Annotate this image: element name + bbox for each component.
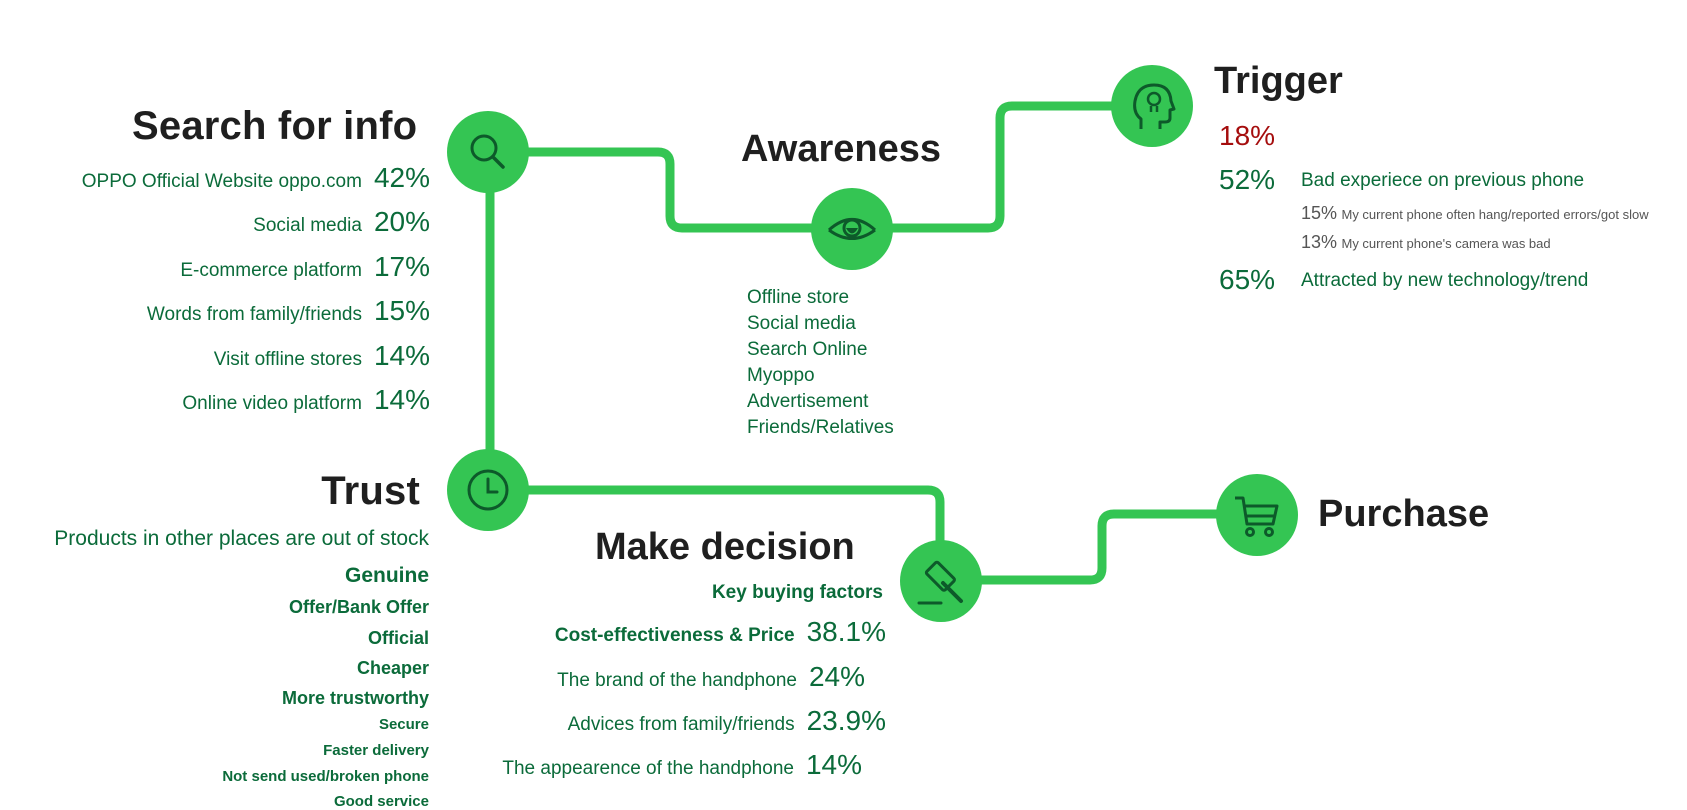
search-item-pct: 15% <box>373 295 430 326</box>
search-item: Visit offline stores 14% <box>214 340 430 372</box>
connector-trust-decision <box>485 485 945 585</box>
decision-item-label: Cost-effectiveness & Price <box>554 625 795 646</box>
search-item-pct: 14% <box>373 340 430 371</box>
awareness-title: Awareness <box>741 128 941 170</box>
search-item-label: Words from family/friends <box>146 304 362 325</box>
trigger-title: Trigger <box>1214 60 1343 102</box>
awareness-item: Social media <box>747 313 856 334</box>
trust-item: Good service <box>333 793 429 810</box>
magnifier-icon <box>470 134 505 169</box>
awareness-item: Advertisement <box>747 391 869 412</box>
search-item-label: Visit offline stores <box>213 349 362 370</box>
search-item: Social media 20% <box>253 206 430 238</box>
search-item-label: Social media <box>253 215 362 236</box>
purchase-title: Purchase <box>1318 493 1490 535</box>
trust-item: Official <box>367 628 429 648</box>
decision-item: The appearence of the handphone 14% <box>502 749 862 781</box>
decision-item: The brand of the handphone 24% <box>557 661 865 693</box>
trigger-attracted-label: Attracted by new technology/trend <box>1301 270 1589 291</box>
eye-icon <box>827 218 877 240</box>
search-item-pct: 42% <box>373 162 430 193</box>
trust-title: Trust <box>321 469 420 513</box>
trigger-sub-item: 13% My current phone's camera was bad <box>1301 232 1551 253</box>
trust-item: Products in other places are out of stoc… <box>54 527 429 550</box>
trust-item: Genuine <box>344 564 429 587</box>
search-title: Search for info <box>132 104 418 148</box>
search-item-label: E-commerce platform <box>180 260 362 281</box>
search-item: Online video platform 14% <box>182 384 430 416</box>
trigger-sub-pct: 15% <box>1301 203 1338 223</box>
trust-item: Offer/Bank Offer <box>288 597 429 617</box>
decision-node <box>900 540 982 622</box>
purchase-node <box>1216 474 1298 556</box>
decision-item-label: The brand of the handphone <box>557 670 797 691</box>
decision-item: Cost-effectiveness & Price 38.1% <box>555 616 886 648</box>
decision-item-pct: 24% <box>808 661 865 692</box>
decision-item: Advices from family/friends 23.9% <box>568 705 886 737</box>
connector-awareness-trigger <box>847 101 1155 233</box>
trust-item: Secure <box>378 716 429 733</box>
trigger-sub-label: My current phone's camera was bad <box>1341 236 1551 251</box>
trigger-node <box>1111 65 1193 147</box>
trigger-sub-pct: 13% <box>1301 232 1338 252</box>
gavel-icon <box>917 560 963 605</box>
shopping-cart-icon <box>1235 496 1279 537</box>
awareness-node <box>811 188 893 270</box>
search-item: Words from family/friends 15% <box>147 295 430 327</box>
search-item: OPPO Official Website oppo.com 42% <box>82 162 430 194</box>
decision-title: Make decision <box>595 526 855 568</box>
connector-decision-purchase <box>935 509 1259 585</box>
search-node <box>447 111 529 193</box>
search-item-pct: 20% <box>373 206 430 237</box>
awareness-item: Offline store <box>747 287 850 308</box>
trigger-sub-item: 15% My current phone often hang/reported… <box>1301 203 1649 224</box>
trust-item: More trustworthy <box>281 688 429 708</box>
awareness-item: Search Online <box>747 339 868 360</box>
search-item-label: OPPO Official Website oppo.com <box>81 171 362 192</box>
awareness-item: Myoppo <box>747 365 815 386</box>
search-item-label: Online video platform <box>182 393 362 414</box>
decision-item-label: The appearence of the handphone <box>502 758 794 779</box>
decision-subtitle: Key buying factors <box>711 582 883 603</box>
connector-search-awareness <box>485 147 857 233</box>
head-lightbulb-icon <box>1133 83 1176 129</box>
clock-icon <box>467 469 509 511</box>
decision-item-pct: 38.1% <box>806 616 886 647</box>
trust-item: Not send used/broken phone <box>222 768 429 785</box>
trust-item: Cheaper <box>356 658 429 678</box>
search-item: E-commerce platform 17% <box>180 251 430 283</box>
trigger-bad-pct: 52% <box>1219 164 1276 195</box>
trust-node <box>447 449 529 531</box>
trigger-bad-label: Bad experiece on previous phone <box>1301 170 1585 191</box>
trigger-attracted-pct: 65% <box>1219 264 1276 295</box>
trigger-headline-pct: 18% <box>1219 120 1276 151</box>
search-item-pct: 17% <box>373 251 430 282</box>
trust-item: Faster delivery <box>323 742 429 759</box>
decision-item-pct: 23.9% <box>806 705 886 736</box>
decision-item-label: Advices from family/friends <box>567 714 795 735</box>
awareness-list: Offline store Social media Search Online… <box>747 285 894 441</box>
decision-item-pct: 14% <box>805 749 862 780</box>
search-item-pct: 14% <box>373 384 430 415</box>
trigger-sub-label: My current phone often hang/reported err… <box>1341 207 1649 222</box>
awareness-item: Friends/Relatives <box>747 417 894 438</box>
